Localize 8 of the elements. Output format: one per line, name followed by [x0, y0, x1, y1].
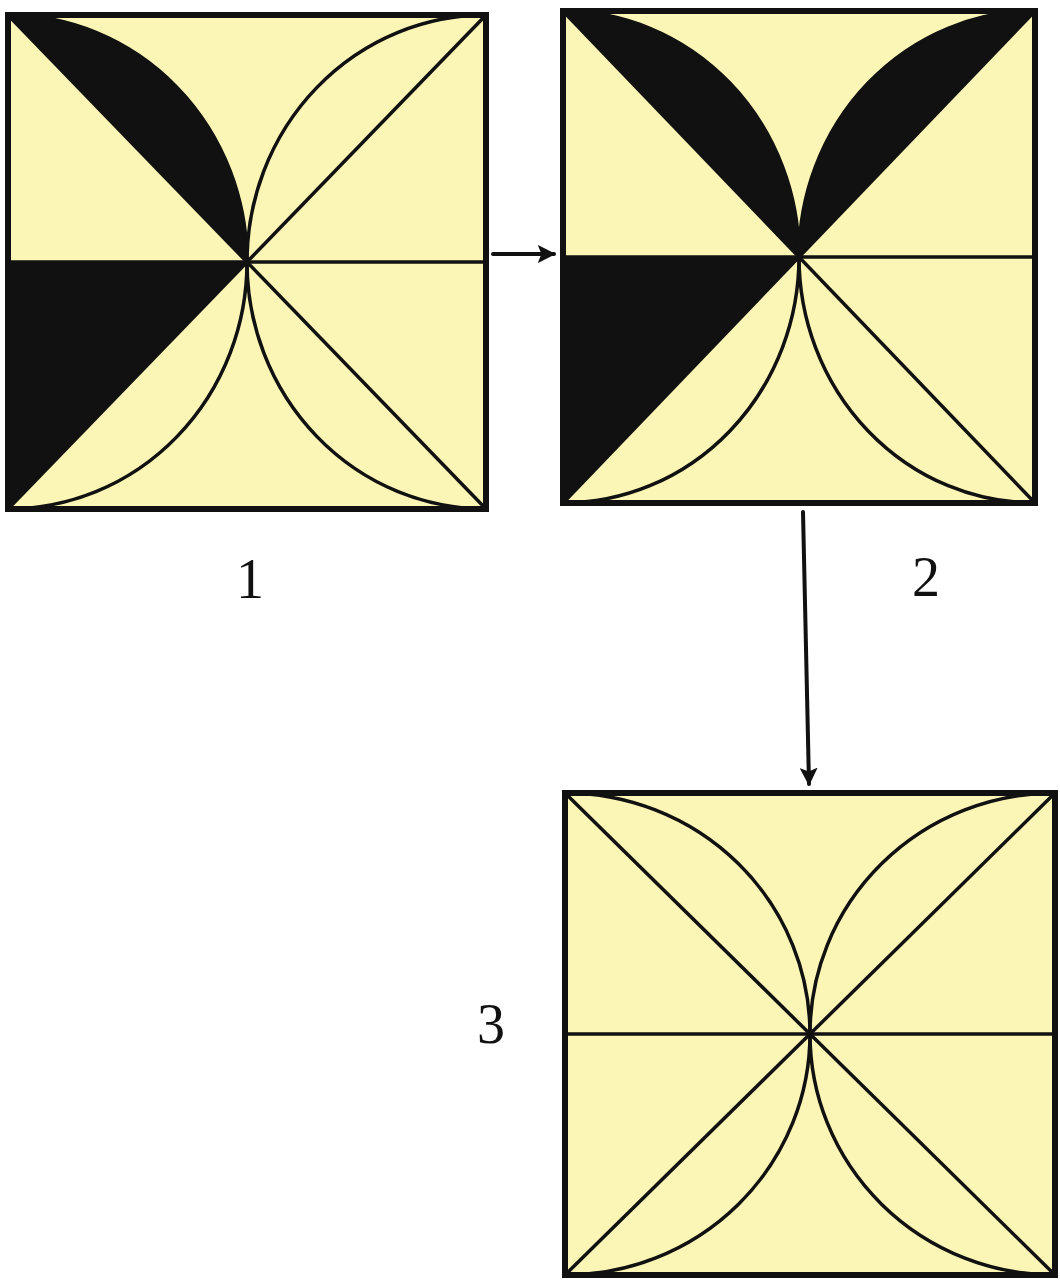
pattern-square-drawing	[560, 8, 1038, 506]
pattern-square-drawing	[562, 790, 1058, 1278]
figure-number: 3	[477, 996, 505, 1052]
figure-number: 1	[236, 551, 264, 607]
figure-number: 2	[912, 549, 940, 605]
arrow	[799, 510, 818, 786]
pattern-square-drawing	[5, 12, 489, 512]
arrow	[491, 245, 556, 263]
